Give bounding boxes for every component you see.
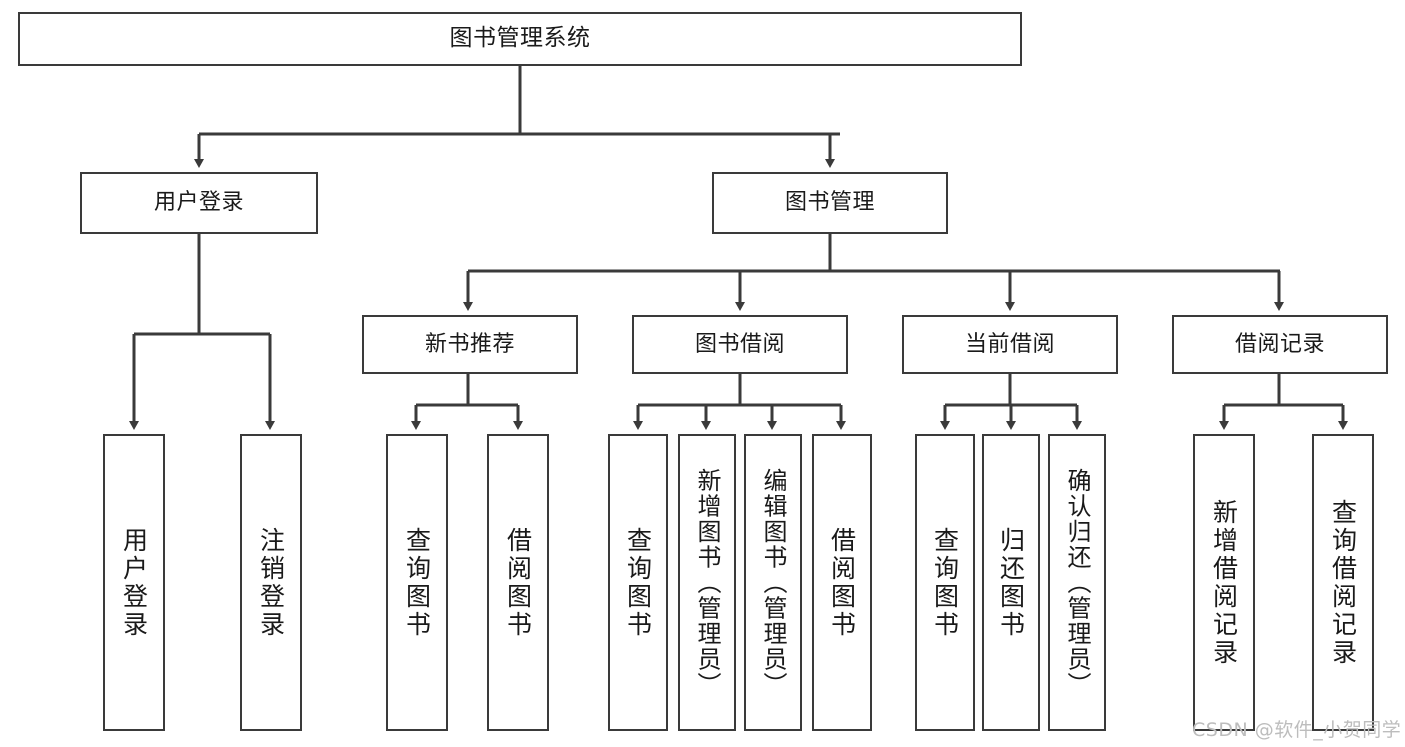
- node-book-management[interactable]: 图书管理: [712, 172, 948, 234]
- leaf-edit-book-admin[interactable]: 编辑图书（管理员）: [744, 434, 802, 731]
- leaf-confirm-return-admin[interactable]: 确认归还（管理员）: [1048, 434, 1106, 731]
- node-label: 图书管理系统: [449, 25, 591, 52]
- node-label: 借阅图书: [503, 526, 533, 639]
- node-label: 用户登录: [119, 526, 149, 639]
- leaf-query-borrow-record[interactable]: 查询借阅记录: [1312, 434, 1374, 731]
- node-label: 图书借阅: [694, 331, 785, 357]
- node-label: 当前借阅: [964, 331, 1055, 357]
- node-label: 确认归还（管理员）: [1063, 467, 1091, 698]
- node-label: 新书推荐: [424, 331, 515, 357]
- csdn-watermark: CSDN @软件_小贺同学: [1192, 719, 1402, 741]
- node-new-book-recommend[interactable]: 新书推荐: [362, 315, 578, 374]
- node-label: 新增图书（管理员）: [693, 467, 721, 698]
- node-label: 新增借阅记录: [1209, 498, 1239, 667]
- node-label: 图书管理: [784, 190, 875, 216]
- node-user-login[interactable]: 用户登录: [80, 172, 318, 234]
- node-label: 查询借阅记录: [1328, 498, 1358, 667]
- node-borrow-records[interactable]: 借阅记录: [1172, 315, 1388, 374]
- node-label: 查询图书: [402, 526, 432, 639]
- node-label: 借阅图书: [827, 526, 857, 639]
- leaf-borrow-book-recommend[interactable]: 借阅图书: [487, 434, 549, 731]
- node-book-borrow[interactable]: 图书借阅: [632, 315, 848, 374]
- node-root-system[interactable]: 图书管理系统: [18, 12, 1022, 66]
- node-label: 归还图书: [996, 526, 1026, 639]
- leaf-add-borrow-record[interactable]: 新增借阅记录: [1193, 434, 1255, 731]
- node-current-borrow[interactable]: 当前借阅: [902, 315, 1118, 374]
- node-label: 编辑图书（管理员）: [759, 467, 787, 698]
- node-label: 注销登录: [256, 526, 286, 639]
- leaf-borrow-book[interactable]: 借阅图书: [812, 434, 872, 731]
- leaf-user-login[interactable]: 用户登录: [103, 434, 165, 731]
- leaf-return-book[interactable]: 归还图书: [982, 434, 1040, 731]
- leaf-user-logout[interactable]: 注销登录: [240, 434, 302, 731]
- leaf-add-book-admin[interactable]: 新增图书（管理员）: [678, 434, 736, 731]
- leaf-query-book-current[interactable]: 查询图书: [915, 434, 975, 731]
- node-label: 借阅记录: [1234, 331, 1325, 357]
- leaf-query-book-recommend[interactable]: 查询图书: [386, 434, 448, 731]
- node-label: 查询图书: [623, 526, 653, 639]
- node-label: 用户登录: [153, 190, 244, 216]
- node-label: 查询图书: [930, 526, 960, 639]
- leaf-query-book-borrow[interactable]: 查询图书: [608, 434, 668, 731]
